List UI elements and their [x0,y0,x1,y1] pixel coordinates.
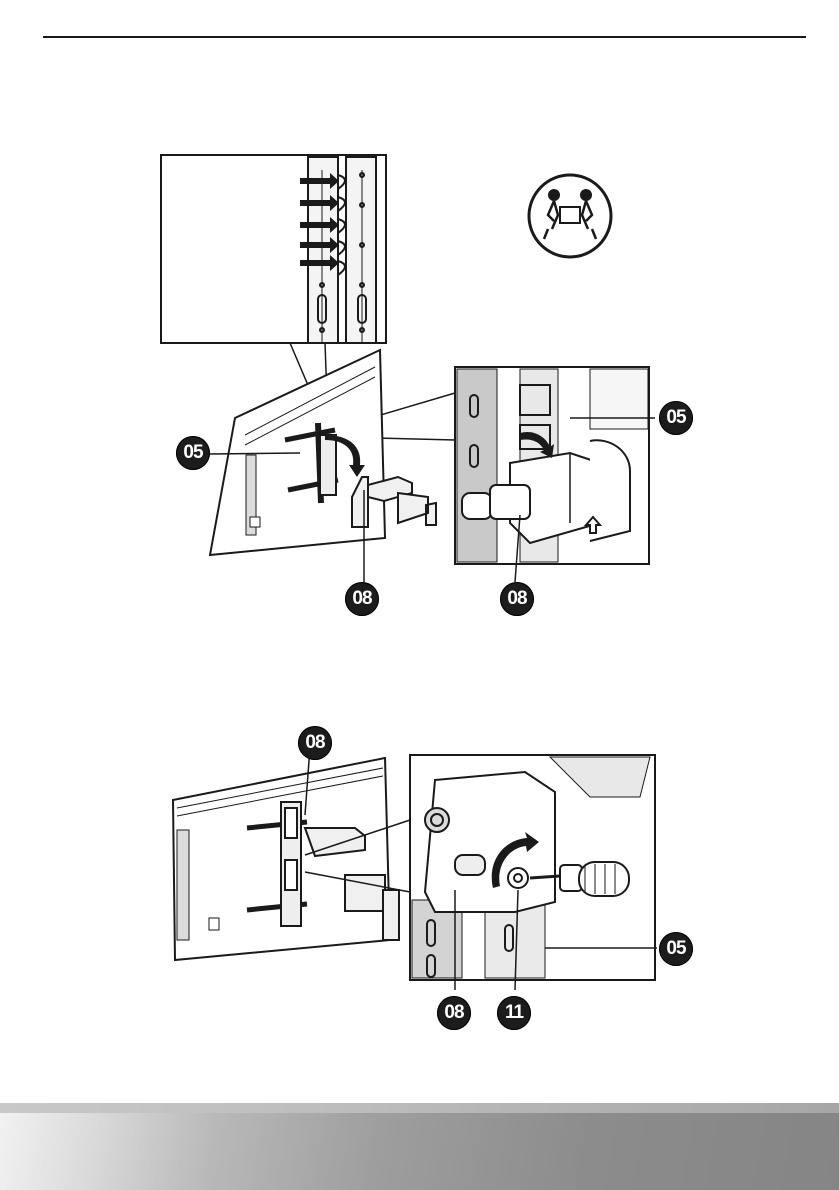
tv-back [210,350,436,555]
figure-1-illustration [150,145,710,620]
top-rule [43,36,806,38]
callout-05-fig1-right: 05 [659,401,693,435]
callout-05-fig2: 05 [659,932,693,966]
two-person-lift-icon [529,175,611,257]
footer-band [0,1103,839,1190]
callout-05-fig1-left: 05 [176,436,210,470]
figure-2-illustration [165,750,665,1020]
callout-08-fig1-left: 08 [345,582,379,616]
callout-11-fig2: 11 [497,996,531,1030]
callout-08-fig2-bottom: 08 [437,996,471,1030]
callout-08-fig1-right: 08 [500,582,534,616]
detail-frame-screw [410,755,655,980]
callout-08-fig2-top: 08 [298,726,332,760]
detail-frame-hook [455,367,649,564]
